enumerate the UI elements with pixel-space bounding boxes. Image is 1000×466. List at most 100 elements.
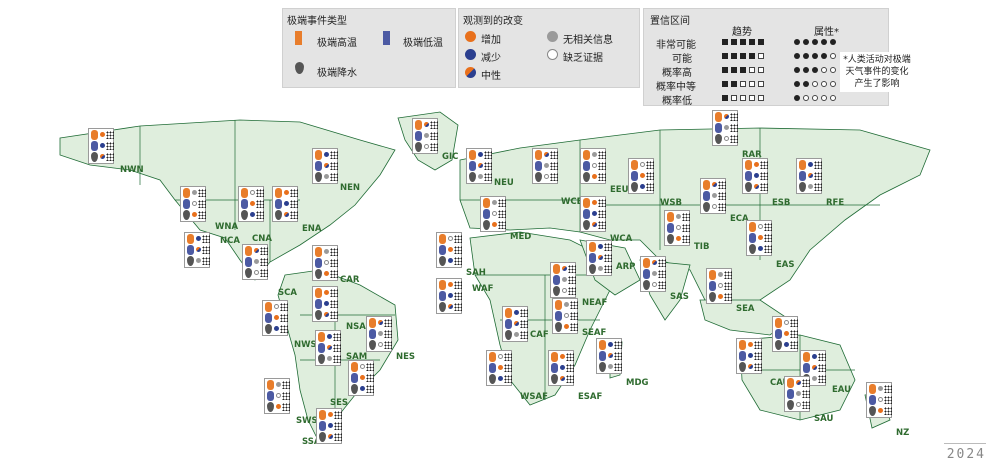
region-badge-eca <box>700 178 726 214</box>
badge-row-cold <box>244 257 268 267</box>
confidence-dots-icon <box>802 390 810 398</box>
change-circle-icon <box>544 174 549 179</box>
badge-row-wet <box>748 244 772 254</box>
badge-row-cold <box>318 421 342 431</box>
change-circle-icon <box>284 201 289 206</box>
change-circle-icon <box>724 125 729 130</box>
change-circle-icon <box>812 354 817 359</box>
region-badge-cau <box>736 338 762 374</box>
badge-row-wet <box>714 134 738 144</box>
change-circle-icon <box>324 290 329 295</box>
region-label-esb: ESB <box>772 198 791 208</box>
change-circle-icon <box>324 271 329 276</box>
badge-row-wet <box>630 182 654 192</box>
droplet-icon <box>183 210 190 220</box>
thermometer-cold-icon <box>553 275 560 285</box>
badge-row-cold <box>774 329 798 339</box>
confidence-dots-icon <box>280 303 288 311</box>
attribution-dot <box>830 53 836 59</box>
region-label-rfe: RFE <box>826 198 845 208</box>
droplet-icon <box>187 256 194 266</box>
thermometer-cold-icon <box>703 191 710 201</box>
confidence-dots-icon <box>520 331 528 339</box>
confidence-dots-icon <box>658 270 666 278</box>
thermometer-hot-icon <box>535 150 542 160</box>
badge-row-cold <box>186 245 210 255</box>
confidence-dots-icon <box>646 161 654 169</box>
confidence-dots-icon <box>682 224 690 232</box>
badge-row-hot <box>582 150 606 160</box>
thermometer-cold-icon <box>315 299 322 309</box>
droplet-icon <box>319 432 326 442</box>
change-circle-icon <box>324 152 329 157</box>
droplet-icon <box>315 172 322 182</box>
change-circle-icon <box>562 288 567 293</box>
droplet-icon <box>715 134 722 144</box>
change-circle-icon <box>492 211 497 216</box>
droplet-icon <box>295 62 304 74</box>
confidence-dots-icon <box>330 162 338 170</box>
change-circle-icon <box>324 174 329 179</box>
change-circle-icon <box>560 354 565 359</box>
confidence-dots-icon <box>570 323 578 331</box>
legend-event-type-title: 极端事件类型 <box>287 16 347 27</box>
region-badge-eeu <box>580 148 606 184</box>
change-circle-icon <box>718 294 723 299</box>
change-circle-icon <box>378 342 383 347</box>
confidence-dots-icon <box>384 341 392 349</box>
confidence-dots-icon <box>290 200 298 208</box>
change-circle-icon <box>276 393 281 398</box>
confidence-dots-icon <box>884 385 892 393</box>
thermometer-hot-icon <box>709 270 716 280</box>
change-circle-icon <box>544 163 549 168</box>
region-label-sam: SAM <box>346 352 368 362</box>
change-circle-icon <box>754 162 759 167</box>
change-circle-icon <box>652 282 657 287</box>
confidence-dots-icon <box>330 300 338 308</box>
attribution-dot <box>812 67 818 73</box>
thermometer-hot-icon <box>245 246 252 256</box>
thermometer-hot-icon <box>315 247 322 257</box>
badge-row-wet <box>438 256 462 266</box>
change-circle-icon <box>592 152 597 157</box>
confidence-dots-icon <box>202 257 210 265</box>
region-label-nen: NEN <box>340 183 361 193</box>
thermometer-cold-icon <box>469 161 476 171</box>
change-circle-icon <box>478 163 483 168</box>
badge-row-cold <box>274 199 298 209</box>
confidence-dots-icon <box>598 199 606 207</box>
region-label-nsa: NSA <box>346 322 366 332</box>
thermometer-hot-icon <box>583 150 590 160</box>
trend-square <box>722 67 728 73</box>
badge-row-cold <box>438 291 462 301</box>
droplet-icon <box>91 152 98 162</box>
confidence-dots-icon <box>802 401 810 409</box>
confidence-dots-icon <box>598 151 606 159</box>
badge-row-cold <box>504 319 528 329</box>
thermometer-hot-icon <box>739 340 746 350</box>
region-label-rar: RAR <box>742 150 762 160</box>
change-circle-icon <box>712 193 717 198</box>
change-circle-icon <box>808 162 813 167</box>
droplet-icon <box>631 182 638 192</box>
attribution-dot <box>803 81 809 87</box>
confidence-dots-icon <box>282 403 290 411</box>
thermometer-hot-icon <box>275 188 282 198</box>
change-circle-icon <box>640 184 645 189</box>
badge-row-wet <box>582 220 606 230</box>
thermometer-cold-icon <box>315 258 322 268</box>
thermometer-hot-icon <box>787 378 794 388</box>
confidence-dots-icon <box>260 247 268 255</box>
thermometer-hot-icon <box>489 352 496 362</box>
badge-row-wet <box>482 220 506 230</box>
change-circle-icon <box>324 301 329 306</box>
droplet-icon <box>745 182 752 192</box>
legend-observed-change-title: 观测到的改变 <box>463 16 523 27</box>
legend-level-4: 概率低 <box>662 96 692 107</box>
change-circle-icon <box>378 331 383 336</box>
region-badge-sea <box>706 268 732 304</box>
attribution-dot <box>794 95 800 101</box>
region-badge-wsaf <box>486 350 512 386</box>
confidence-dots-icon <box>256 189 264 197</box>
confidence-dots-icon <box>568 287 576 295</box>
